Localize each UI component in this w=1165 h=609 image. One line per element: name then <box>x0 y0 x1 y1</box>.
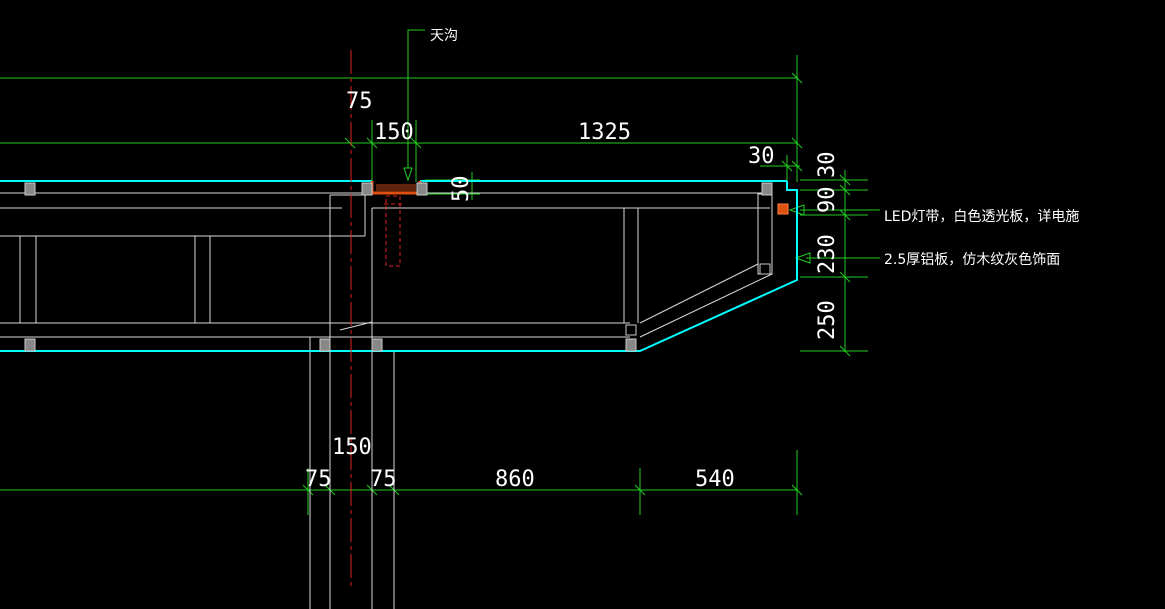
gutter-detail <box>370 181 422 267</box>
dim-mid-150: 150 <box>332 435 372 460</box>
dim-top-30: 30 <box>748 144 775 169</box>
dim-top-1325: 1325 <box>578 120 631 145</box>
structure-outlines <box>0 192 773 609</box>
leader-lines <box>403 29 880 264</box>
dimension-lines <box>0 55 868 515</box>
annotations: 天沟 LED灯带，白色透光板，详电施 2.5厚铝板，仿木纹灰色饰面 <box>430 28 1079 268</box>
dim-right-90: 90 <box>815 187 840 214</box>
panel-edges <box>0 180 798 352</box>
dim-bottom-75-right: 75 <box>370 467 397 492</box>
dim-bottom-540: 540 <box>695 467 735 492</box>
dim-top-150: 150 <box>374 120 414 145</box>
gutter-label: 天沟 <box>430 28 458 44</box>
dim-side-50: 50 <box>449 176 474 203</box>
fixtures <box>24 182 789 352</box>
dim-bottom-860: 860 <box>495 467 535 492</box>
dim-right-30: 30 <box>815 152 840 179</box>
dim-bottom-75-left: 75 <box>305 467 332 492</box>
dim-right-250: 250 <box>815 300 840 340</box>
dim-top-75: 75 <box>346 89 373 114</box>
aluminum-panel-note: 2.5厚铝板，仿木纹灰色饰面 <box>884 251 1060 268</box>
dimension-labels: 75 150 1325 30 50 30 90 230 250 150 75 7… <box>305 89 840 492</box>
led-strip-note: LED灯带，白色透光板，详电施 <box>884 208 1079 225</box>
dim-right-230: 230 <box>815 234 840 274</box>
